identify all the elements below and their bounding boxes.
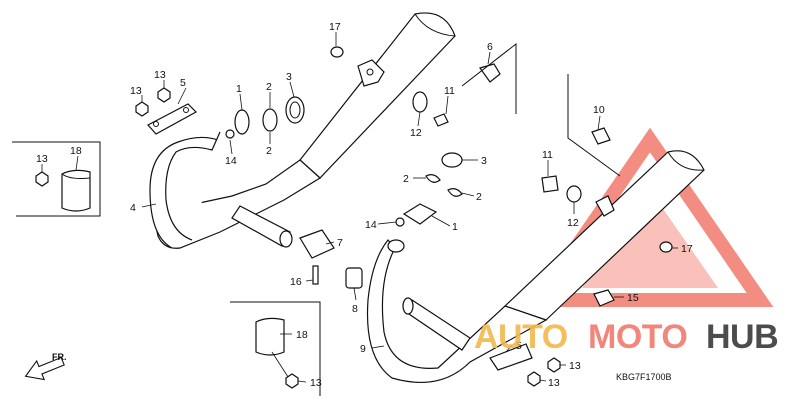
watermark-logo	[526, 127, 774, 307]
callout-13: 13	[130, 85, 142, 97]
callout-2: 2	[476, 191, 482, 203]
callout-8: 8	[352, 303, 358, 315]
callout-2: 2	[266, 145, 272, 157]
callout-13: 13	[569, 360, 581, 372]
callout-10: 10	[593, 104, 605, 116]
callout-12: 12	[410, 127, 422, 139]
callouts: 13 13 5 1 2 3 2 14 4 17 6 11 12 3 2 2 1 …	[36, 21, 693, 389]
collar-12b	[566, 185, 582, 203]
grommet-10	[591, 127, 611, 145]
leader-lines	[41, 32, 678, 383]
diagram-code: KBG7F1700B	[616, 372, 672, 382]
callout-15: 15	[627, 292, 639, 304]
watermark-text: AUTO MOTO HUB	[474, 318, 779, 356]
panel-18-upper	[12, 141, 101, 217]
bolt-group-13	[35, 87, 171, 187]
front-direction-label: FR.	[52, 352, 67, 362]
grommet-6	[479, 63, 501, 83]
panel-10	[567, 74, 621, 177]
gasket-set-right	[395, 152, 463, 227]
exhaust-pipe-9	[366, 239, 548, 384]
front-direction-arrow	[24, 356, 65, 381]
callout-11: 11	[542, 149, 553, 161]
callout-13: 13	[36, 153, 48, 165]
flange-plate-right	[489, 343, 533, 371]
flange-plate-left	[147, 103, 197, 135]
muffler-left	[149, 12, 456, 259]
callout-6: 6	[487, 41, 493, 53]
panel-18-lower	[230, 301, 321, 396]
callout-17: 17	[681, 243, 693, 255]
callout-3: 3	[481, 155, 487, 167]
callout-17: 17	[329, 21, 341, 33]
panel-6	[461, 42, 517, 114]
callout-7: 7	[337, 237, 343, 249]
watermark-word-hub: HUB	[706, 318, 778, 356]
gasket-set-left	[225, 96, 305, 139]
rubber-11b	[541, 175, 559, 193]
callout-14: 14	[365, 219, 377, 231]
callout-18: 18	[70, 145, 82, 157]
callout-2: 2	[266, 81, 272, 93]
callout-2: 2	[403, 173, 409, 185]
callout-16: 16	[290, 276, 302, 288]
callout-14: 14	[225, 155, 237, 167]
callout-11: 11	[444, 85, 455, 97]
watermark-word-moto: MOTO	[588, 318, 687, 356]
callout-5: 5	[516, 340, 522, 352]
collar-nut-17a	[330, 46, 344, 58]
callout-13: 13	[548, 377, 560, 389]
collar-nut-17b	[659, 241, 673, 253]
callout-13: 13	[310, 377, 322, 389]
callout-4: 4	[130, 202, 136, 214]
callout-5: 5	[180, 77, 186, 89]
rubber-collar-left	[412, 91, 449, 127]
callout-13: 13	[154, 69, 166, 81]
callout-18: 18	[296, 329, 308, 341]
sleeve-8	[345, 267, 363, 289]
bolt-16	[312, 265, 319, 285]
callout-1: 1	[452, 221, 458, 233]
callout-12: 12	[567, 217, 579, 229]
callout-9: 9	[360, 343, 366, 355]
watermark-word-auto: AUTO	[474, 318, 568, 356]
clip-15	[593, 289, 615, 307]
muffler-right	[503, 150, 705, 321]
callout-3: 3	[286, 71, 292, 83]
bolts-lower-13	[527, 357, 561, 387]
callout-1: 1	[236, 83, 242, 95]
